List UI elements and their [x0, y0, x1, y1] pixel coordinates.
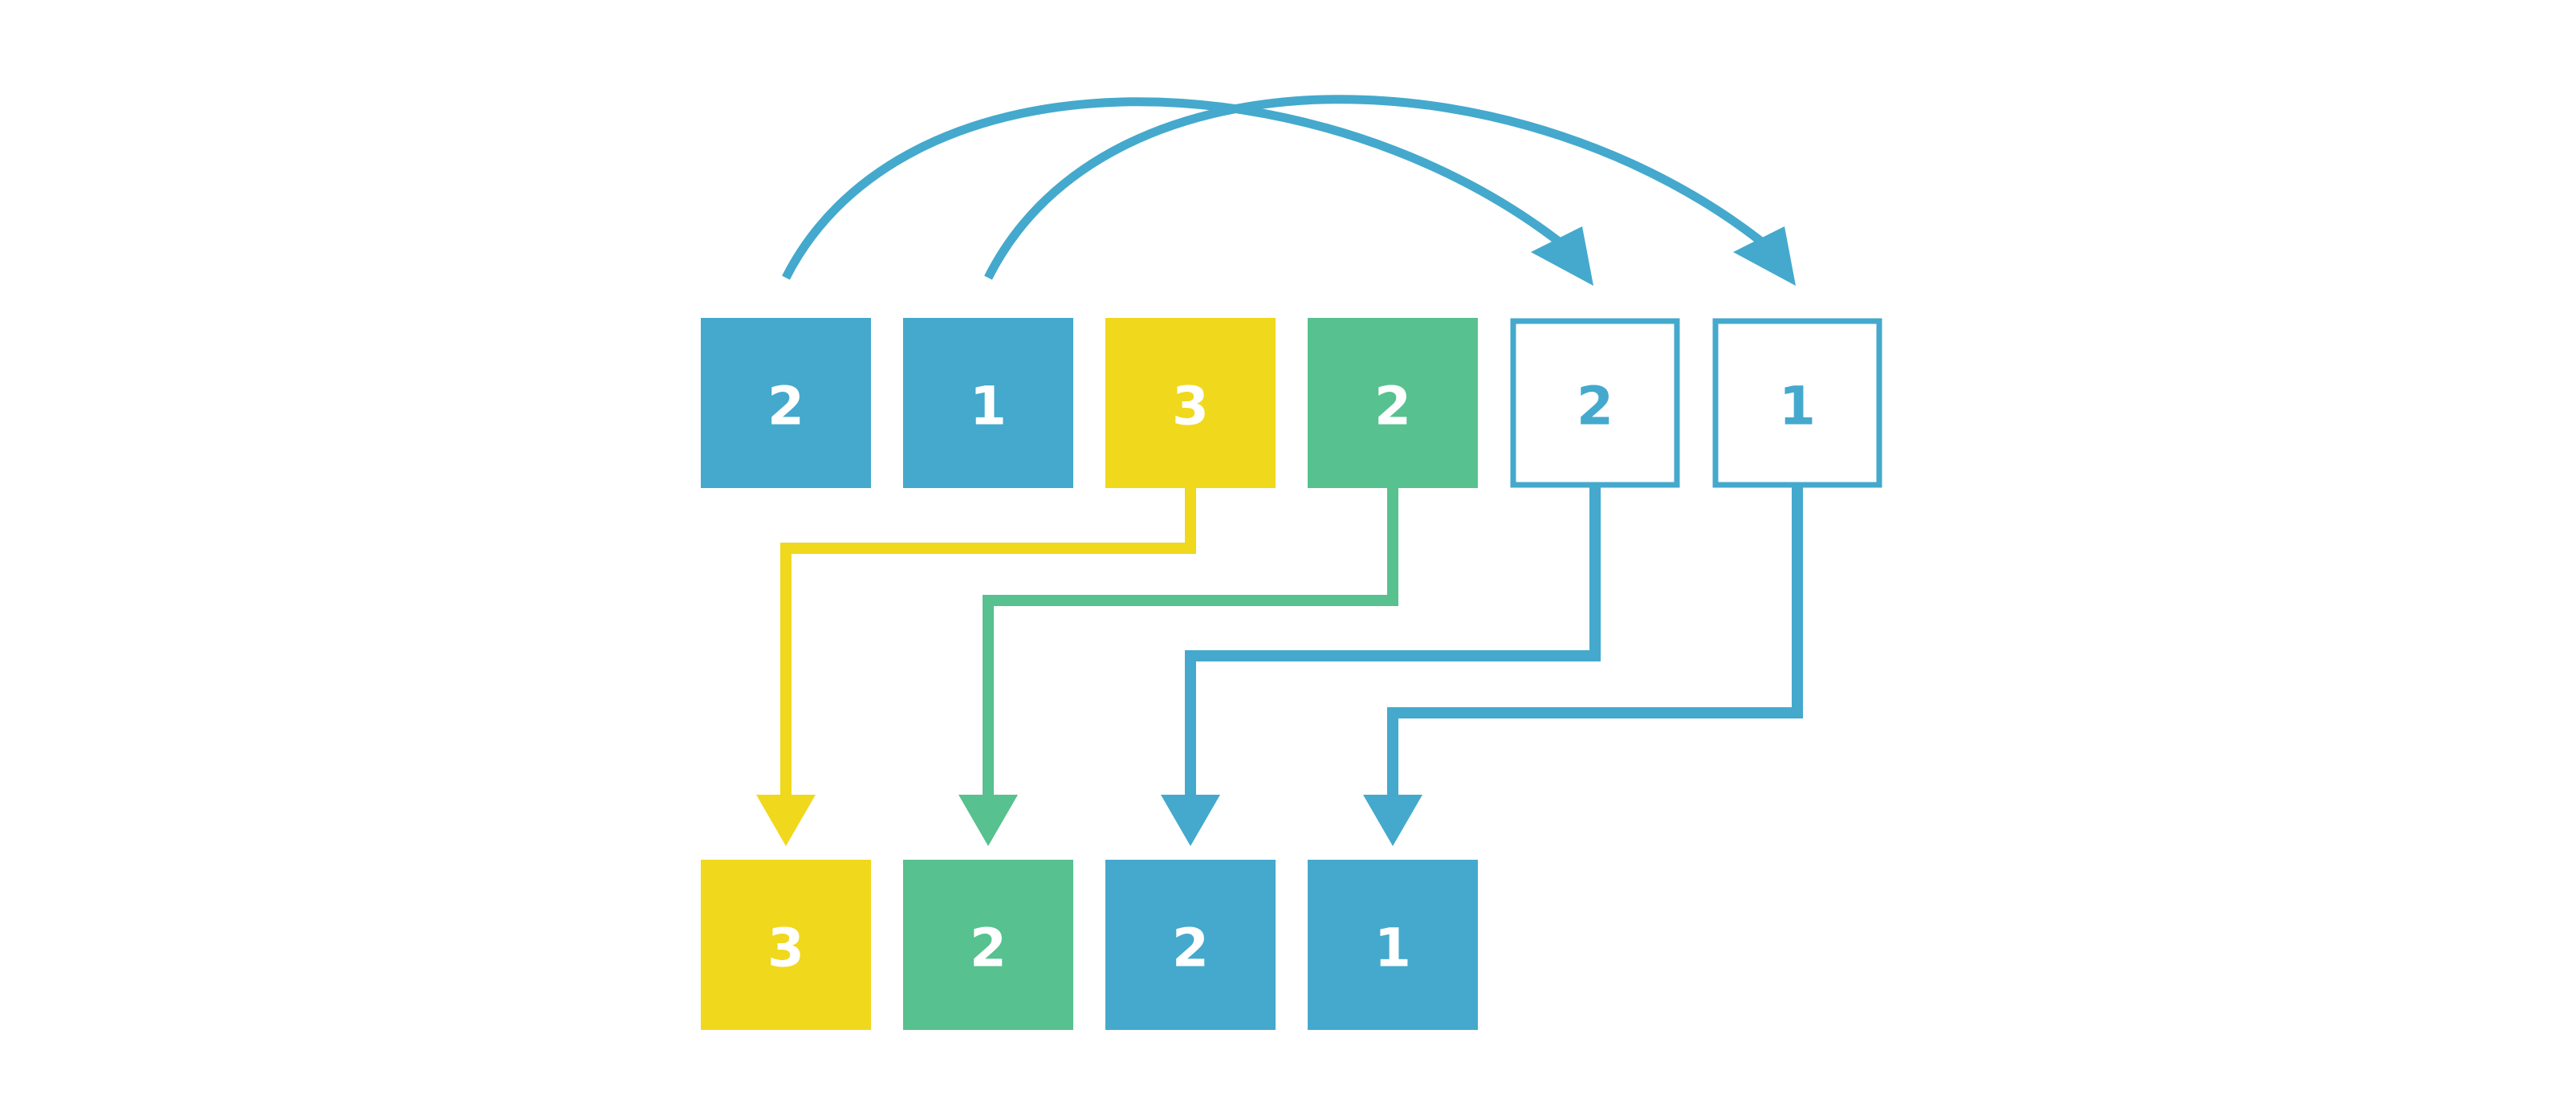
box-label: 2	[970, 918, 1007, 979]
box-fill	[701, 860, 871, 1030]
curved-arrow-head	[1733, 226, 1796, 286]
top-row-box-2: 3	[1105, 318, 1276, 488]
elbow-arrow-head	[1363, 795, 1422, 846]
box-label: 3	[1172, 376, 1209, 437]
bottom-row-box-3: 1	[1308, 860, 1478, 1030]
box-fill	[1308, 860, 1478, 1030]
boxes-layer: 2 1 3 2 2 1 3 2 2 1	[701, 318, 1882, 1030]
elbow-arrow-head	[756, 795, 816, 846]
curved-arrow-head	[1531, 226, 1593, 286]
curved-arrow-shaft	[984, 95, 1772, 280]
top-row-box-5: 1	[1712, 318, 1882, 488]
top-row-box-1: 1	[903, 318, 1073, 488]
bottom-row-box-0: 3	[701, 860, 871, 1030]
elbow-arrow-0	[756, 486, 1196, 846]
elbow-arrow-shaft	[1185, 486, 1601, 798]
arrows-layer	[756, 95, 1803, 846]
box-fill	[701, 318, 871, 488]
elbow-arrow-shaft	[1387, 486, 1803, 798]
box-label: 1	[1779, 376, 1816, 437]
bottom-row-box-2: 2	[1105, 860, 1276, 1030]
box-label: 3	[767, 918, 804, 979]
box-label: 1	[1374, 918, 1411, 979]
box-fill	[1105, 860, 1276, 1030]
elbow-arrow-shaft	[780, 486, 1196, 798]
top-row-box-4: 2	[1510, 318, 1680, 488]
box-outline	[1712, 318, 1882, 488]
box-outline	[1510, 318, 1680, 488]
box-fill	[903, 860, 1073, 1030]
box-label: 2	[1374, 376, 1411, 437]
box-fill	[1105, 318, 1276, 488]
elbow-arrow-head	[1161, 795, 1220, 846]
top-row-box-3: 2	[1308, 318, 1478, 488]
bottom-row-box-1: 2	[903, 860, 1073, 1030]
elbow-arrow-head	[958, 795, 1018, 846]
box-label: 2	[1577, 376, 1614, 437]
elbow-arrow-1	[958, 486, 1398, 846]
curved-arrow-0	[782, 97, 1593, 286]
box-fill	[903, 318, 1073, 488]
elbow-arrow-shaft	[983, 486, 1398, 798]
box-label: 2	[1172, 918, 1209, 979]
box-label: 2	[767, 376, 804, 437]
elbow-arrow-3	[1363, 486, 1803, 846]
curved-arrow-shaft	[782, 97, 1569, 280]
top-row-box-0: 2	[701, 318, 871, 488]
elbow-arrow-2	[1161, 486, 1601, 846]
box-label: 1	[970, 376, 1007, 437]
curved-arrow-1	[984, 95, 1796, 286]
box-fill	[1308, 318, 1478, 488]
